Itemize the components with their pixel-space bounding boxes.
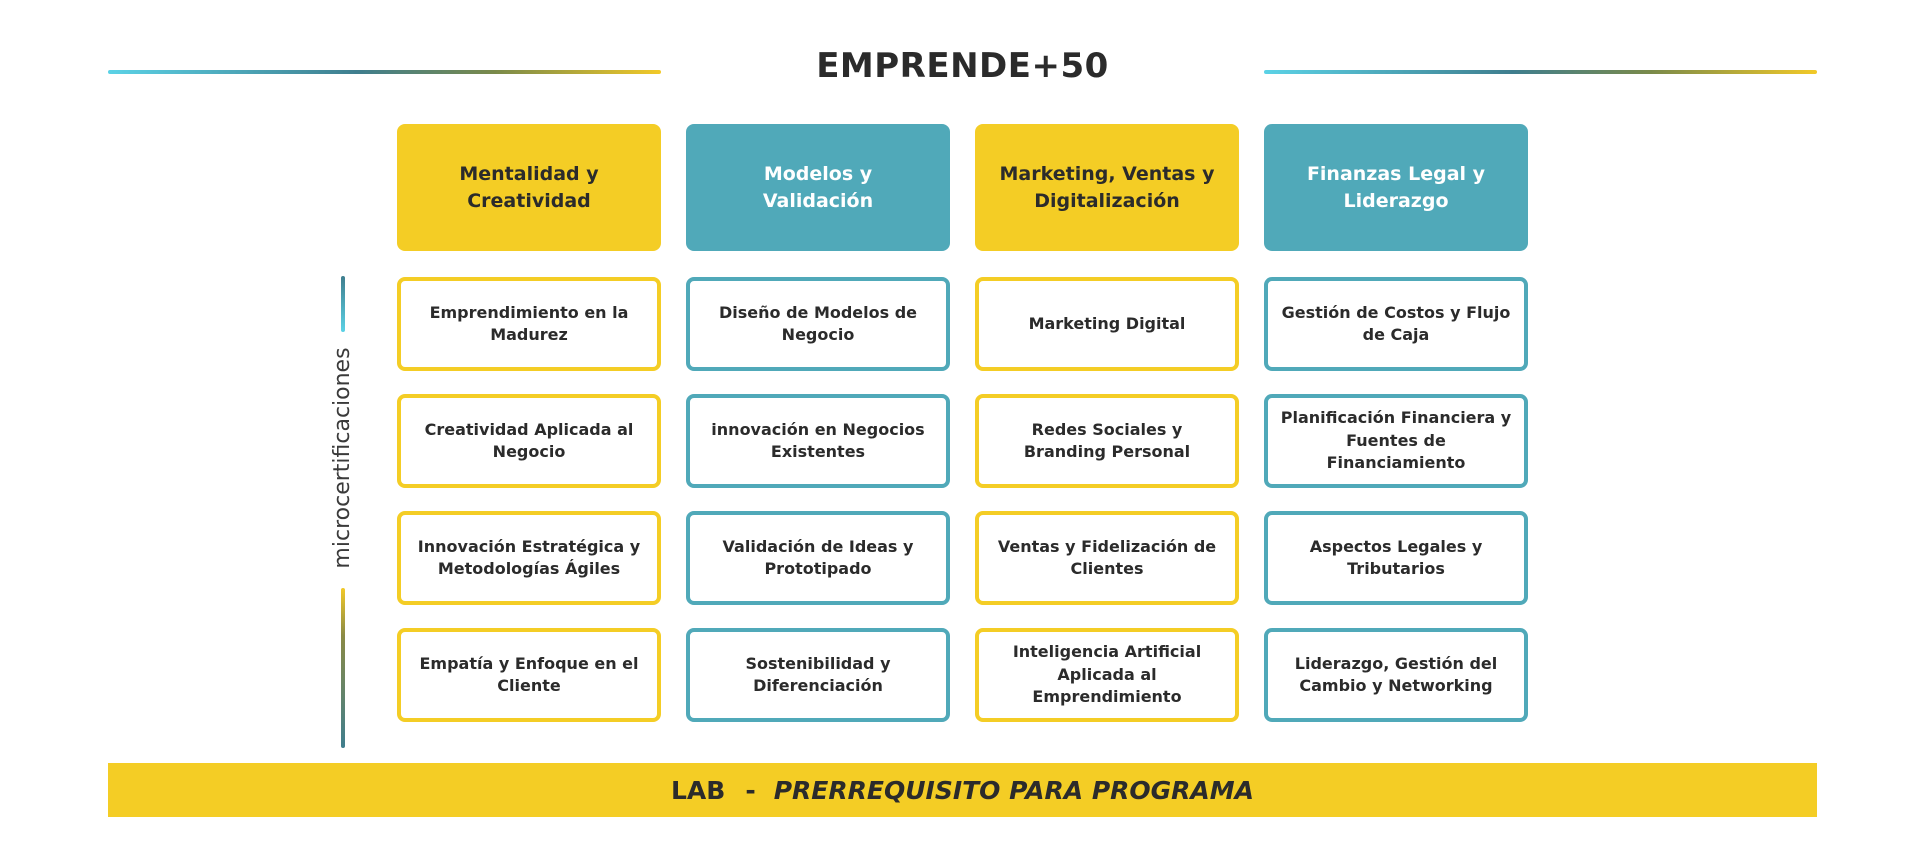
footer-separator: - bbox=[745, 775, 756, 805]
module-card[interactable]: Planificación Financiera y Fuentes de Fi… bbox=[1264, 394, 1528, 488]
page-title: EMPRENDE+50 bbox=[816, 46, 1109, 86]
title-rule-left bbox=[108, 70, 661, 74]
module-card[interactable]: Validación de Ideas y Prototipado bbox=[686, 511, 950, 605]
footer-lab: LAB bbox=[671, 775, 726, 805]
vertical-rule-bottom bbox=[341, 588, 345, 748]
column-header: Finanzas Legal y Liderazgo bbox=[1264, 124, 1528, 251]
module-card[interactable]: Redes Sociales y Branding Personal bbox=[975, 394, 1239, 488]
module-grid: Mentalidad y Creatividad Emprendimiento … bbox=[397, 124, 1528, 722]
column-finanzas: Finanzas Legal y Liderazgo Gestión de Co… bbox=[1264, 124, 1528, 722]
module-card[interactable]: Gestión de Costos y Flujo de Caja bbox=[1264, 277, 1528, 371]
module-card[interactable]: Ventas y Fidelización de Clientes bbox=[975, 511, 1239, 605]
title-rule-right bbox=[1264, 70, 1817, 74]
module-card[interactable]: Empatía y Enfoque en el Cliente bbox=[397, 628, 661, 722]
module-card[interactable]: Aspectos Legales y Tributarios bbox=[1264, 511, 1528, 605]
vertical-label: microcertificaciones bbox=[330, 347, 355, 569]
module-card[interactable]: Liderazgo, Gestión del Cambio y Networki… bbox=[1264, 628, 1528, 722]
module-card[interactable]: Innovación Estratégica y Metodologías Ág… bbox=[397, 511, 661, 605]
module-card[interactable]: Creatividad Aplicada al Negocio bbox=[397, 394, 661, 488]
module-card[interactable]: Sostenibilidad y Diferenciación bbox=[686, 628, 950, 722]
module-card[interactable]: Inteligencia Artificial Aplicada al Empr… bbox=[975, 628, 1239, 722]
column-header: Marketing, Ventas y Digitalización bbox=[975, 124, 1239, 251]
column-header: Modelos y Validación bbox=[686, 124, 950, 251]
column-mentalidad: Mentalidad y Creatividad Emprendimiento … bbox=[397, 124, 661, 722]
footer-banner: LAB - PRERREQUISITO PARA PROGRAMA bbox=[108, 763, 1817, 817]
footer-note: PRERREQUISITO PARA PROGRAMA bbox=[773, 775, 1254, 805]
column-modelos: Modelos y Validación Diseño de Modelos d… bbox=[686, 124, 950, 722]
vertical-rule-top bbox=[341, 276, 345, 332]
module-card[interactable]: Marketing Digital bbox=[975, 277, 1239, 371]
module-card[interactable]: Emprendimiento en la Madurez bbox=[397, 277, 661, 371]
column-header: Mentalidad y Creatividad bbox=[397, 124, 661, 251]
module-card[interactable]: Diseño de Modelos de Negocio bbox=[686, 277, 950, 371]
column-marketing: Marketing, Ventas y Digitalización Marke… bbox=[975, 124, 1239, 722]
module-card[interactable]: innovación en Negocios Existentes bbox=[686, 394, 950, 488]
